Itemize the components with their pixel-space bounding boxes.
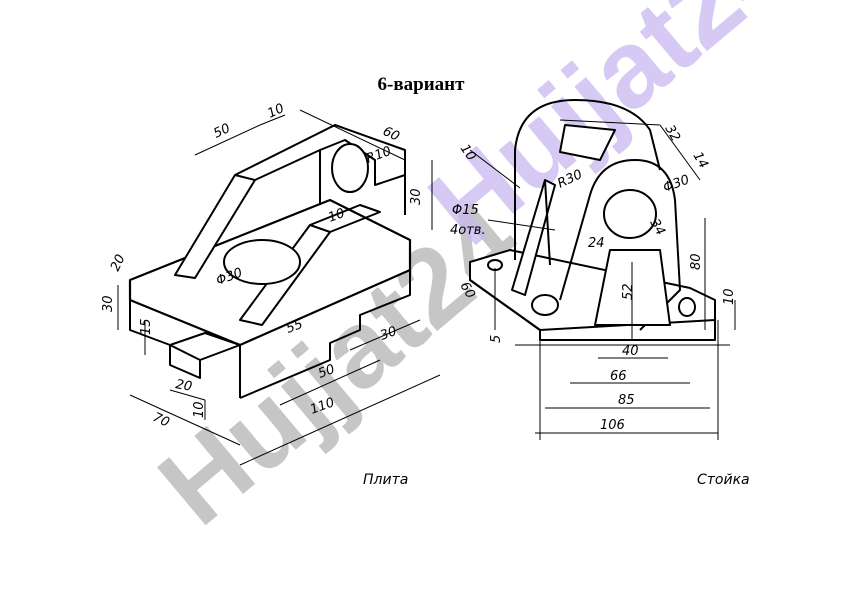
plate-drawing <box>117 109 441 466</box>
plate-dimension-lines <box>117 109 441 466</box>
dim-plate-10-bottom: 10 <box>192 401 207 418</box>
stand-dimension-lines <box>469 119 736 440</box>
dim-plate-30-bottom: 30 <box>378 324 399 344</box>
stand-left-rib-edge <box>544 179 551 266</box>
dim-stand-85: 85 <box>618 393 635 408</box>
plate-right-side <box>239 240 411 399</box>
dim-stand-4-holes: 4отв. <box>450 223 486 238</box>
plate-dimension-labels: 50 10 60 R10 30 10 20 30 15 Φ30 55 30 20… <box>101 101 424 431</box>
stand-base-side <box>469 262 541 331</box>
dim-stand-34: 34 <box>647 217 668 239</box>
dim-plate-20-bottom: 20 <box>174 377 193 395</box>
block-rib-top <box>309 204 381 233</box>
dim-stand-32: 32 <box>662 123 683 145</box>
dim-plate-70: 70 <box>150 410 171 431</box>
dim-plate-10-mid: 10 <box>326 206 347 226</box>
block-ridge-mid <box>254 149 321 205</box>
block-top-right <box>319 139 406 186</box>
stand-left-rib <box>511 179 556 296</box>
plate-groove <box>169 344 201 378</box>
stand-arch-back <box>514 99 661 260</box>
notch-r10 <box>331 143 369 193</box>
dim-plate-50-top: 50 <box>211 121 232 142</box>
dim-plate-r10: R10 <box>364 144 393 167</box>
plate-groove-back <box>169 332 241 346</box>
stand-drawing <box>469 99 736 440</box>
stand-arch-front <box>559 159 681 331</box>
dim-stand-14: 14 <box>690 150 711 172</box>
dim-plate-10-top: 10 <box>265 101 286 122</box>
dim-plate-50-bottom: 50 <box>316 362 337 382</box>
stand-bolt-hole-right <box>678 297 696 317</box>
dim-stand-phi30: Φ30 <box>661 173 691 196</box>
dim-stand-106: 106 <box>600 418 625 433</box>
dim-plate-20-left: 20 <box>108 252 129 273</box>
stand-bolt-hole-left <box>531 294 559 316</box>
dim-stand-10-right: 10 <box>722 288 737 305</box>
dim-plate-30-right: 30 <box>409 188 424 205</box>
dim-stand-5: 5 <box>489 335 504 343</box>
dim-plate-15: 15 <box>139 318 154 335</box>
dim-stand-24: 24 <box>588 236 605 251</box>
block-ridge-top <box>234 124 406 215</box>
dim-plate-55: 55 <box>284 317 305 337</box>
dim-stand-80: 80 <box>689 253 704 270</box>
dim-plate-60: 60 <box>380 124 401 145</box>
dim-stand-60: 60 <box>457 280 478 302</box>
dim-stand-40: 40 <box>622 344 639 359</box>
dim-plate-30-left: 30 <box>101 295 116 312</box>
stand-hole-phi30 <box>603 189 657 239</box>
dim-stand-phi15: Φ15 <box>452 203 479 218</box>
page-title: 6-вариант <box>377 74 465 95</box>
dim-stand-52: 52 <box>621 283 636 300</box>
caption-left: Плита <box>363 472 409 488</box>
caption-right: Стойка <box>697 472 750 488</box>
stand-top-slot <box>559 124 616 161</box>
hole-phi30 <box>223 239 301 285</box>
dim-stand-66: 66 <box>610 369 627 384</box>
